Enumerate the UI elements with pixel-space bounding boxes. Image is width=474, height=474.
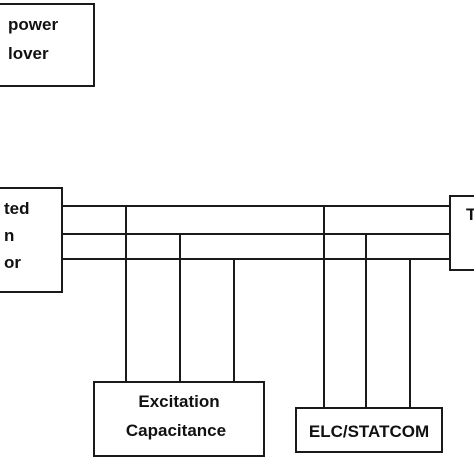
elc-statcom-label: ELC/STATCOM: [309, 422, 429, 441]
elc-statcom-box: [295, 407, 443, 453]
prime-mover-box: [0, 3, 95, 87]
prime-mover-label-line2: lover: [8, 44, 49, 63]
three-phase-bus: [62, 205, 450, 260]
prime-mover-label-line1: power: [8, 15, 58, 34]
capacitance-connections: [125, 206, 235, 382]
generator-block: ted n or: [0, 187, 63, 293]
load-label: T: [466, 205, 474, 224]
generator-box: [0, 187, 63, 293]
excitation-capacitance-label-line1: Excitation: [138, 392, 219, 411]
generator-label-line2: n: [4, 226, 14, 245]
excitation-capacitance-block: Excitation Capacitance: [93, 381, 265, 457]
generator-label-line1: ted: [4, 199, 30, 218]
excitation-capacitance-label-line2: Capacitance: [126, 421, 226, 440]
elc-statcom-block: ELC/STATCOM: [295, 407, 443, 453]
prime-mover-block: power lover: [0, 3, 95, 87]
load-block: T: [449, 195, 474, 271]
generator-label-line3: or: [4, 253, 21, 272]
controller-connections: [323, 206, 411, 408]
load-box: [449, 195, 474, 271]
excitation-capacitance-box: [93, 381, 265, 457]
